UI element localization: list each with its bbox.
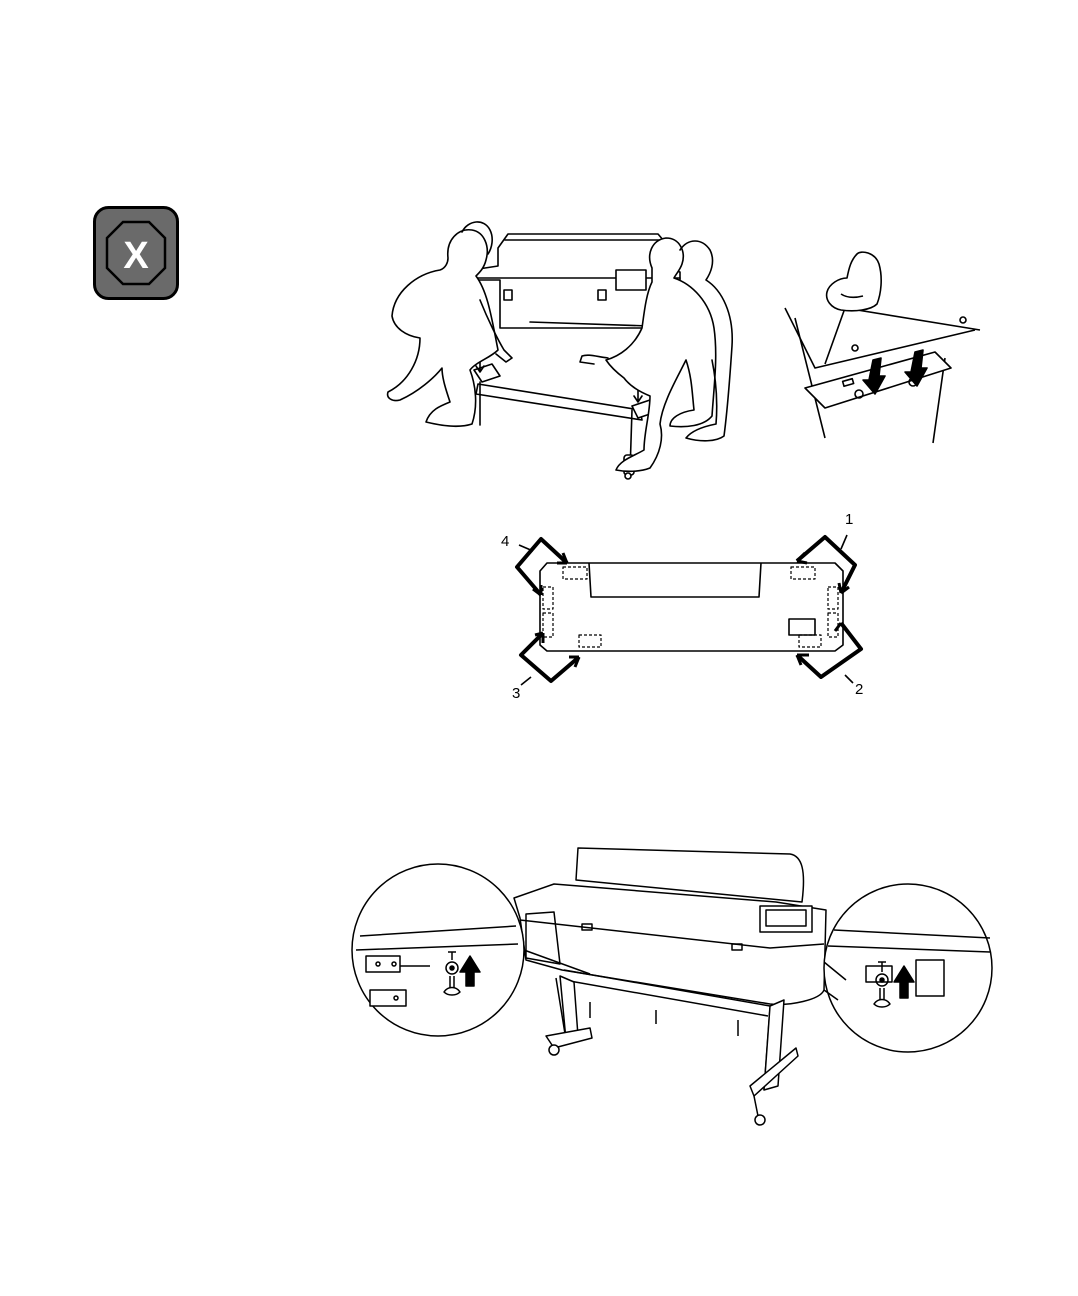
callout-3: 3 bbox=[512, 685, 520, 702]
warning-glyph: X bbox=[123, 235, 149, 277]
callout-4: 4 bbox=[501, 533, 509, 550]
printer-diagram: 1 2 3 4 bbox=[495, 505, 880, 715]
callout-1: 1 bbox=[845, 511, 853, 528]
bracket-alignment-illustration bbox=[785, 248, 985, 448]
lift-printer-illustration bbox=[380, 210, 780, 485]
warning-stop-icon: X bbox=[93, 206, 179, 300]
callout-2: 2 bbox=[855, 681, 863, 698]
printer-wing-bolt-illustration bbox=[350, 840, 995, 1140]
